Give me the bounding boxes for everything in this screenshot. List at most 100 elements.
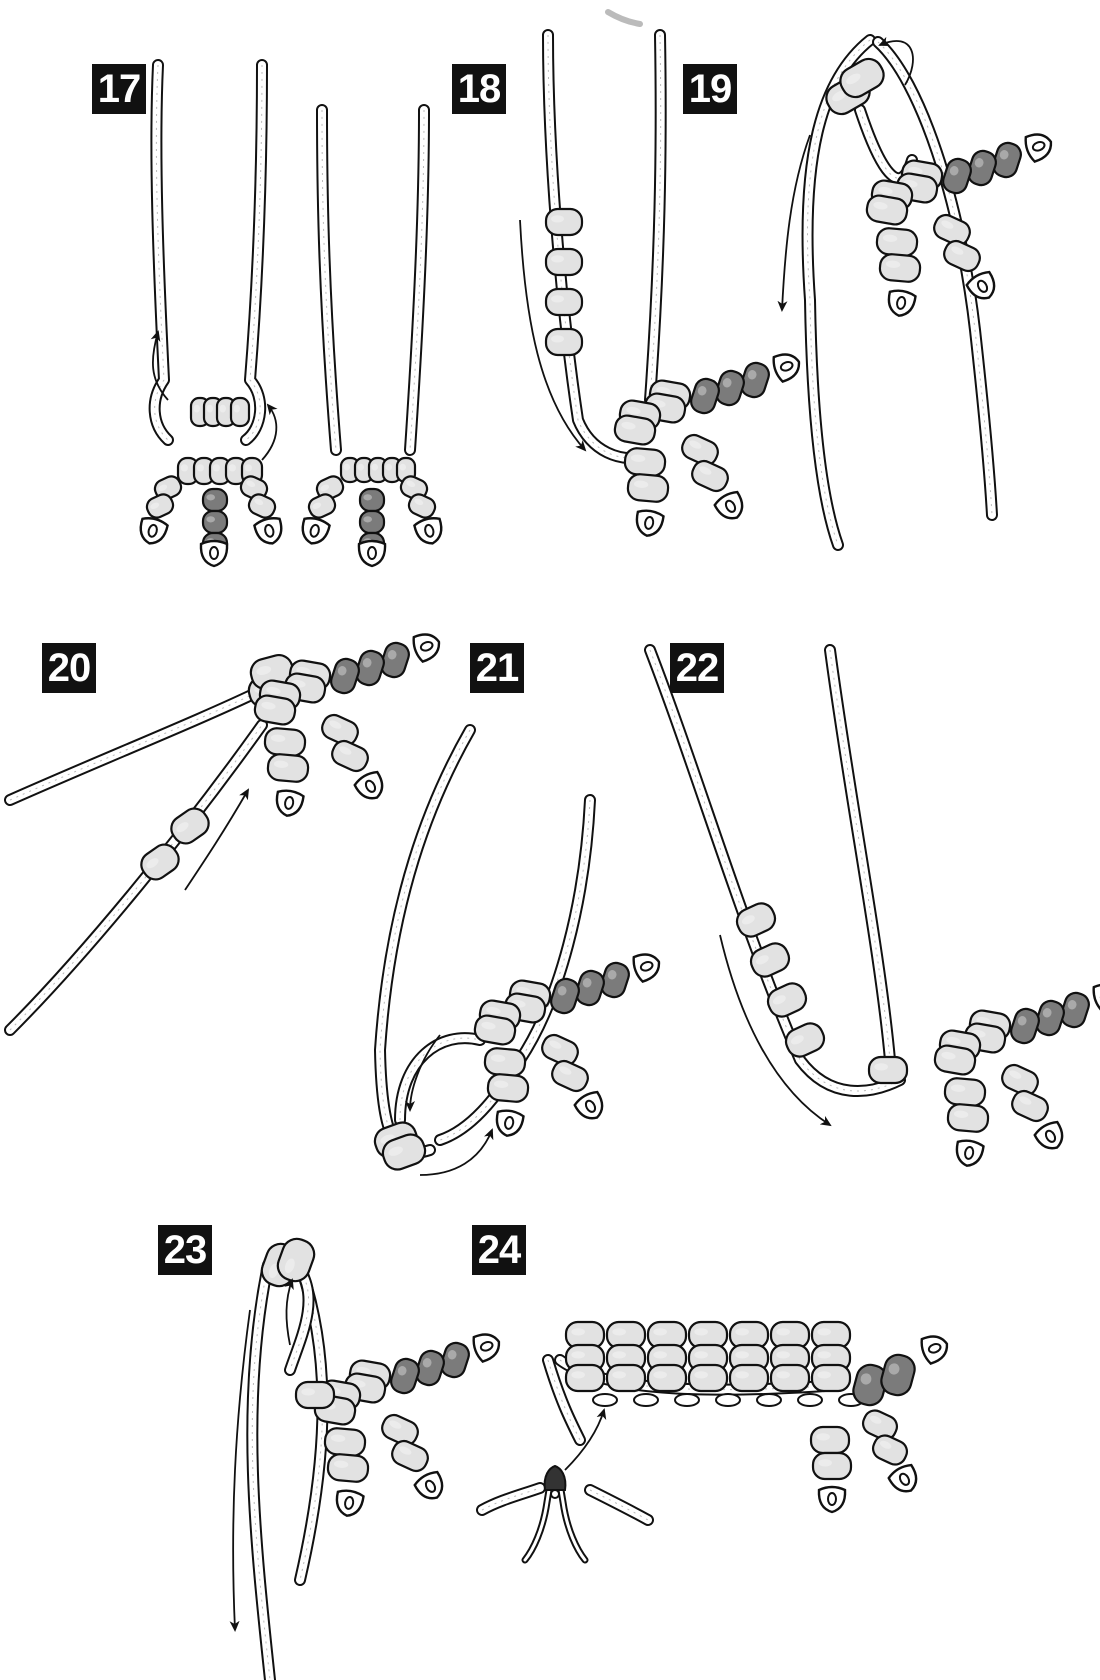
cord-end-loop — [471, 1330, 503, 1363]
dark-bead — [203, 489, 227, 511]
light-bead — [879, 253, 921, 282]
loop-outline — [1091, 980, 1100, 1013]
light-bead — [689, 458, 732, 495]
dark-bead — [203, 511, 227, 533]
cutter-jaws — [545, 1466, 566, 1490]
light-bead — [947, 1103, 989, 1132]
loop-hole — [368, 547, 376, 559]
bead-highlight — [344, 464, 350, 471]
cord-end-loop — [411, 630, 443, 663]
cord-fill — [380, 730, 470, 1153]
cord-fill — [322, 110, 336, 450]
bead-body — [812, 1365, 850, 1391]
bead-highlight — [816, 1433, 830, 1440]
cord-end-loop — [274, 789, 304, 818]
light-bead — [267, 753, 309, 782]
light-bead — [607, 1365, 645, 1391]
light-bead — [869, 1057, 907, 1083]
bead-body — [689, 1365, 727, 1391]
cord-fill — [410, 110, 424, 450]
cord-end-loop — [299, 516, 331, 547]
bead-body — [360, 511, 384, 533]
bead-body — [869, 1057, 907, 1083]
bead-highlight — [653, 1351, 667, 1358]
bead-highlight — [213, 464, 220, 471]
cord-fill — [482, 1488, 540, 1510]
bead-body — [607, 1365, 645, 1391]
cord-end-loop — [254, 516, 286, 547]
bead-highlight — [653, 1371, 667, 1378]
light-bead — [546, 289, 582, 315]
bead-body — [487, 1073, 529, 1102]
light-bead — [689, 1365, 727, 1391]
bead-body — [546, 329, 582, 355]
bead-highlight — [874, 1063, 888, 1070]
bead-highlight — [234, 405, 240, 413]
cord-end-loop — [413, 1469, 448, 1504]
cord-end-loop — [1033, 1119, 1068, 1154]
light-bead — [329, 738, 372, 775]
step21-cord-left — [380, 730, 470, 1153]
light-bead — [771, 1365, 809, 1391]
light-bead — [484, 1047, 526, 1076]
light-bead — [812, 1365, 850, 1391]
cord-end-loop — [353, 769, 388, 804]
step17b-cord-right — [410, 110, 424, 450]
chain-link — [757, 1394, 781, 1406]
chain-link — [675, 1394, 699, 1406]
bead-highlight — [818, 1459, 832, 1466]
bead-body — [546, 209, 582, 235]
chain-link — [716, 1394, 740, 1406]
bead-highlight — [817, 1351, 831, 1358]
step24-cut-piece-left — [482, 1488, 540, 1510]
light-bead — [231, 398, 249, 426]
bead-body — [688, 376, 721, 416]
light-bead — [876, 227, 918, 256]
bead-highlight — [571, 1371, 585, 1378]
cord-end-loop — [634, 509, 664, 538]
bead-highlight — [551, 295, 564, 302]
light-bead — [624, 447, 666, 476]
dark-bead — [328, 656, 361, 696]
light-bead — [627, 473, 669, 502]
cord-end-loop — [201, 541, 227, 566]
bead-body — [264, 727, 306, 756]
step17-cord-right — [246, 65, 262, 440]
bead-highlight — [735, 1328, 749, 1335]
cord-end-loop — [954, 1139, 984, 1168]
step18-cord-right — [650, 35, 661, 400]
bead-body — [879, 253, 921, 282]
light-bead — [327, 1453, 369, 1482]
light-bead — [941, 238, 984, 275]
bead-body — [546, 249, 582, 275]
bead-highlight — [653, 1328, 667, 1335]
dark-bead — [688, 376, 721, 416]
light-bead — [811, 1427, 849, 1453]
bead-highlight — [206, 516, 215, 522]
light-bead — [389, 1438, 432, 1475]
cord-end-loop — [919, 1332, 951, 1365]
bead-body — [627, 473, 669, 502]
cord-end-loop — [886, 289, 916, 318]
bead-highlight — [612, 1371, 626, 1378]
bead-body — [1009, 1088, 1052, 1125]
light-bead — [546, 249, 582, 275]
dark-bead — [1008, 1006, 1041, 1046]
bead-highlight — [571, 1328, 585, 1335]
step18-cord-left — [548, 35, 650, 458]
cord-end-loop — [1091, 980, 1100, 1013]
bead-highlight — [181, 464, 188, 471]
cord-end-loop — [494, 1109, 524, 1138]
bead-highlight — [372, 464, 378, 471]
bead-body — [484, 1047, 526, 1076]
bead-body — [388, 1356, 421, 1396]
bead-body — [389, 1438, 432, 1475]
bead-highlight — [245, 464, 252, 471]
bead-body — [648, 1365, 686, 1391]
step20-cord-lower — [10, 725, 262, 1030]
bead-highlight — [358, 464, 364, 471]
step23-cord-loop — [290, 1270, 309, 1370]
bead-highlight — [229, 464, 236, 471]
